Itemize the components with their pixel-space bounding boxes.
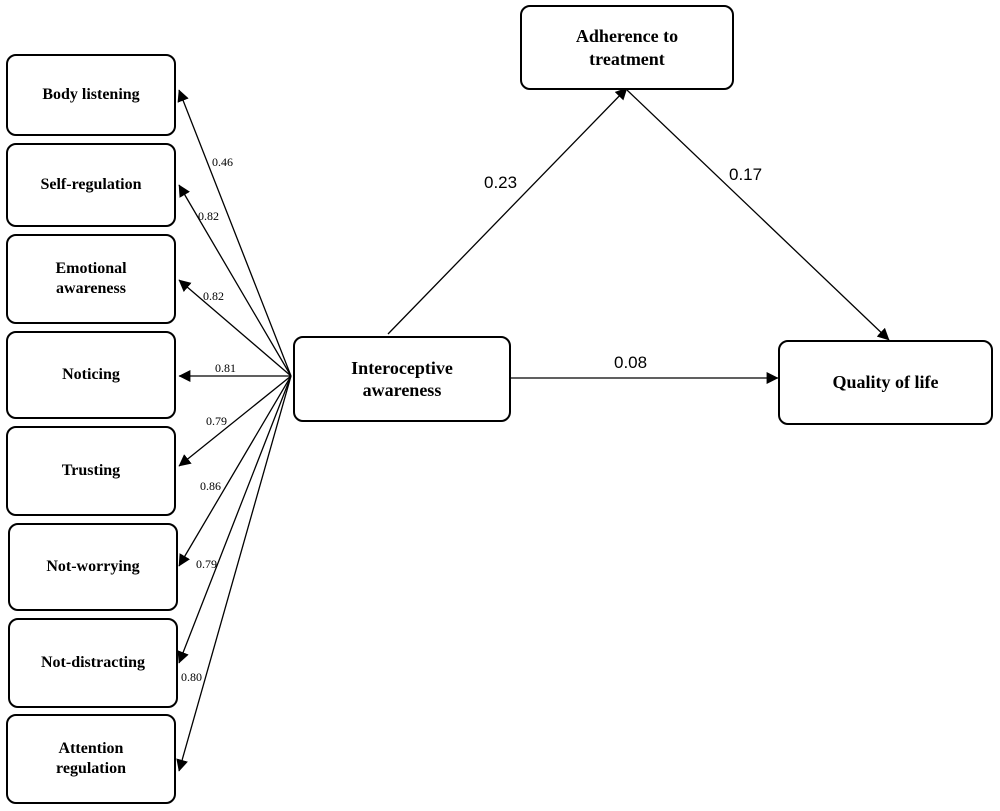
node-self-regulation-label: Self-regulation <box>40 176 142 193</box>
path-ia-to-adherence: 0.23 <box>484 173 517 192</box>
loading-not-worrying: 0.86 <box>200 479 221 493</box>
node-not-worrying: Not-worrying <box>8 523 178 611</box>
loading-not-distracting: 0.79 <box>196 557 217 571</box>
loading-trusting: 0.79 <box>206 414 227 428</box>
edge-not-worrying <box>178 375 292 567</box>
node-trusting: Trusting <box>6 426 176 516</box>
node-attention-regulation-label: Attention regulation <box>56 740 126 777</box>
node-trusting-label: Trusting <box>61 462 121 479</box>
edge-not-distracting <box>177 375 292 664</box>
node-adherence-to-treatment-label: Adherence to treatment <box>575 26 679 69</box>
node-quality-of-life: Quality of life <box>778 340 993 425</box>
edge-ia-to-adherence <box>387 87 628 335</box>
loading-body-listening: 0.46 <box>212 155 233 169</box>
node-attention-regulation: Attention regulation <box>6 714 176 804</box>
node-not-distracting-label: Not-distracting <box>41 654 145 671</box>
node-emotional-awareness: Emotional awareness <box>6 234 176 324</box>
edge-body-listening <box>177 89 292 377</box>
edge-emotional-awareness <box>178 279 292 377</box>
node-interoceptive-awareness: Interoceptive awareness <box>293 336 511 422</box>
node-not-distracting: Not-distracting <box>8 618 178 708</box>
edge-trusting <box>178 375 292 467</box>
loading-emotional-awareness: 0.82 <box>203 289 224 303</box>
node-noticing-label: Noticing <box>62 366 120 383</box>
node-emotional-awareness-label: Emotional awareness <box>55 260 127 297</box>
path-adherence-to-qol: 0.17 <box>729 165 762 184</box>
loading-noticing: 0.81 <box>215 361 236 375</box>
loading-attention-regulation: 0.80 <box>181 670 202 684</box>
node-body-listening: Body listening <box>6 54 176 136</box>
loading-self-regulation: 0.82 <box>198 209 219 223</box>
edge-self-regulation <box>178 184 292 377</box>
node-adherence-to-treatment: Adherence to treatment <box>520 5 734 90</box>
node-body-listening-label: Body listening <box>42 86 140 103</box>
node-quality-of-life-label: Quality of life <box>832 372 939 393</box>
node-not-worrying-label: Not-worrying <box>46 558 140 575</box>
edge-adherence-to-qol <box>626 89 890 341</box>
edge-attention-regulation <box>176 375 292 772</box>
node-interoceptive-awareness-label: Interoceptive awareness <box>351 357 453 401</box>
node-noticing: Noticing <box>6 331 176 419</box>
path-ia-to-qol: 0.08 <box>614 353 647 372</box>
node-self-regulation: Self-regulation <box>6 143 176 227</box>
